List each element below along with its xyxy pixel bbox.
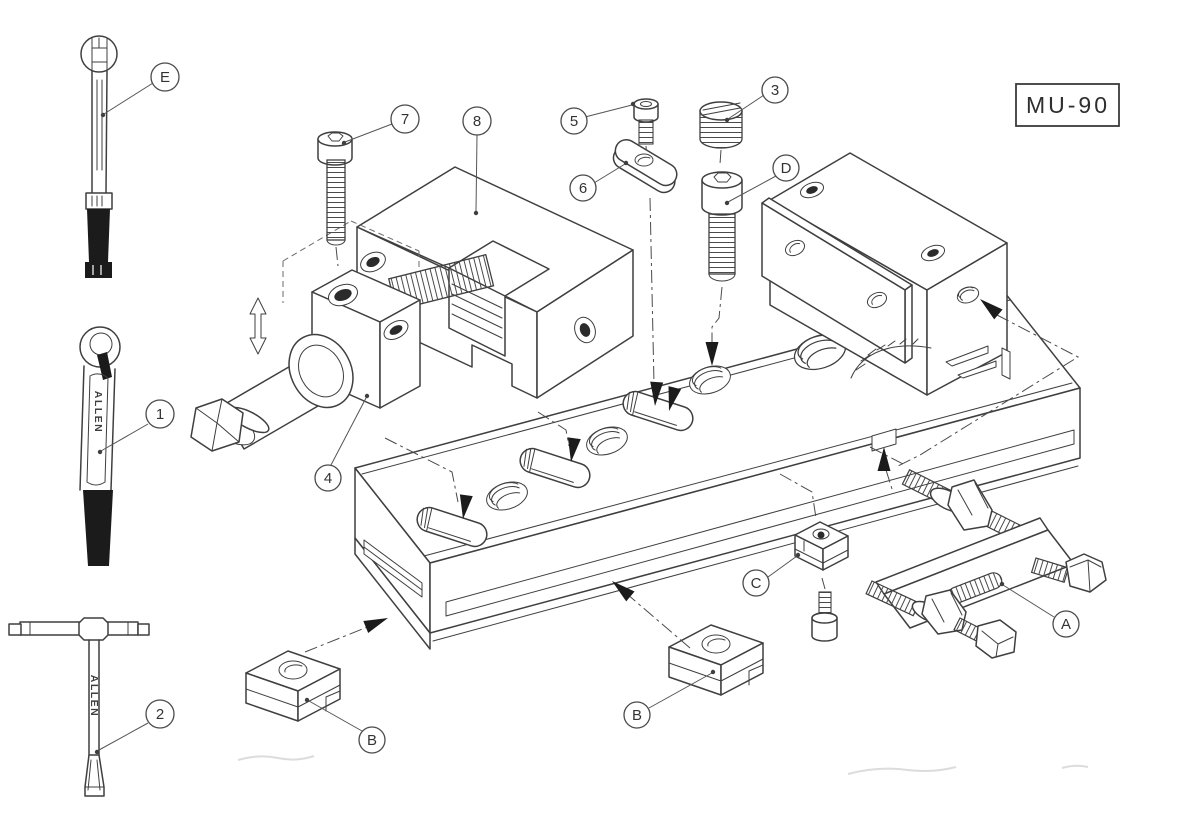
allen-brand-text: ALLEN <box>88 675 100 718</box>
callout-3: 3 <box>761 76 789 104</box>
callout-d-label: D <box>781 160 792 177</box>
movable-jaw <box>356 166 634 399</box>
side-threaded-hole <box>956 286 980 304</box>
callout-e-label: E <box>160 69 170 86</box>
callout-6: 6 <box>569 174 597 202</box>
part-code-label: MU-90 <box>1026 92 1110 118</box>
fixed-jaw <box>761 152 1011 396</box>
callout-b2-label: B <box>632 707 642 724</box>
hex-bolt <box>975 619 1017 659</box>
callout-e: E <box>150 62 180 92</box>
callout-5: 5 <box>560 107 588 135</box>
callout-2-label: 2 <box>156 706 164 723</box>
callout-b1: B <box>358 726 386 754</box>
clamp-assembly-a <box>865 469 1107 659</box>
jaw-mount-hole <box>920 244 946 262</box>
callout-4-label: 4 <box>324 470 332 487</box>
callout-b1-label: B <box>367 732 377 749</box>
socket-head-screw-d <box>701 171 743 342</box>
callout-6-label: 6 <box>579 180 587 197</box>
callout-c-label: C <box>751 575 762 592</box>
callout-a: A <box>1052 610 1080 638</box>
callout-2: 2 <box>145 699 175 729</box>
callout-b2: B <box>623 701 651 729</box>
lead-screw-hex-end <box>190 398 244 452</box>
jaw-screw-hole <box>360 251 386 273</box>
jaw-side-hole <box>574 316 596 344</box>
print-artifacts <box>237 755 1089 775</box>
t-nut-c <box>794 521 849 571</box>
jaw-mount-hole <box>799 181 825 199</box>
leader-lines <box>94 82 1055 755</box>
t-handle-screwdriver-tool: ALLEN <box>8 617 150 797</box>
allen-brand-text: ALLEN <box>92 391 104 434</box>
callout-c: C <box>742 569 770 597</box>
ring-hex-wrench-tool: ALLEN <box>79 326 121 566</box>
travel-double-arrow <box>249 297 267 355</box>
hex-bolt <box>1065 553 1107 593</box>
callout-d: D <box>772 154 800 182</box>
callout-7-label: 7 <box>401 111 409 128</box>
t-nut-screw-c <box>811 591 838 642</box>
clamp-screw-5 <box>633 98 659 173</box>
jaw-plate <box>761 197 913 364</box>
t-slot-nut-b2 <box>668 624 764 696</box>
slotted-plug-3 <box>699 101 743 165</box>
t-slot-key-6 <box>612 138 678 194</box>
callout-3-label: 3 <box>771 82 779 99</box>
callout-8: 8 <box>462 106 492 136</box>
callout-1: 1 <box>145 399 175 429</box>
callout-7: 7 <box>390 104 420 134</box>
speed-handle-tool <box>80 35 118 278</box>
callout-8-label: 8 <box>473 113 481 130</box>
title-block: MU-90 <box>1015 83 1120 127</box>
lead-screw-assembly <box>190 220 495 452</box>
socket-head-screw-7 <box>317 131 353 267</box>
callout-a-label: A <box>1061 616 1071 633</box>
callout-5-label: 5 <box>570 113 578 130</box>
callout-1-label: 1 <box>156 406 164 423</box>
callout-4: 4 <box>314 464 342 492</box>
